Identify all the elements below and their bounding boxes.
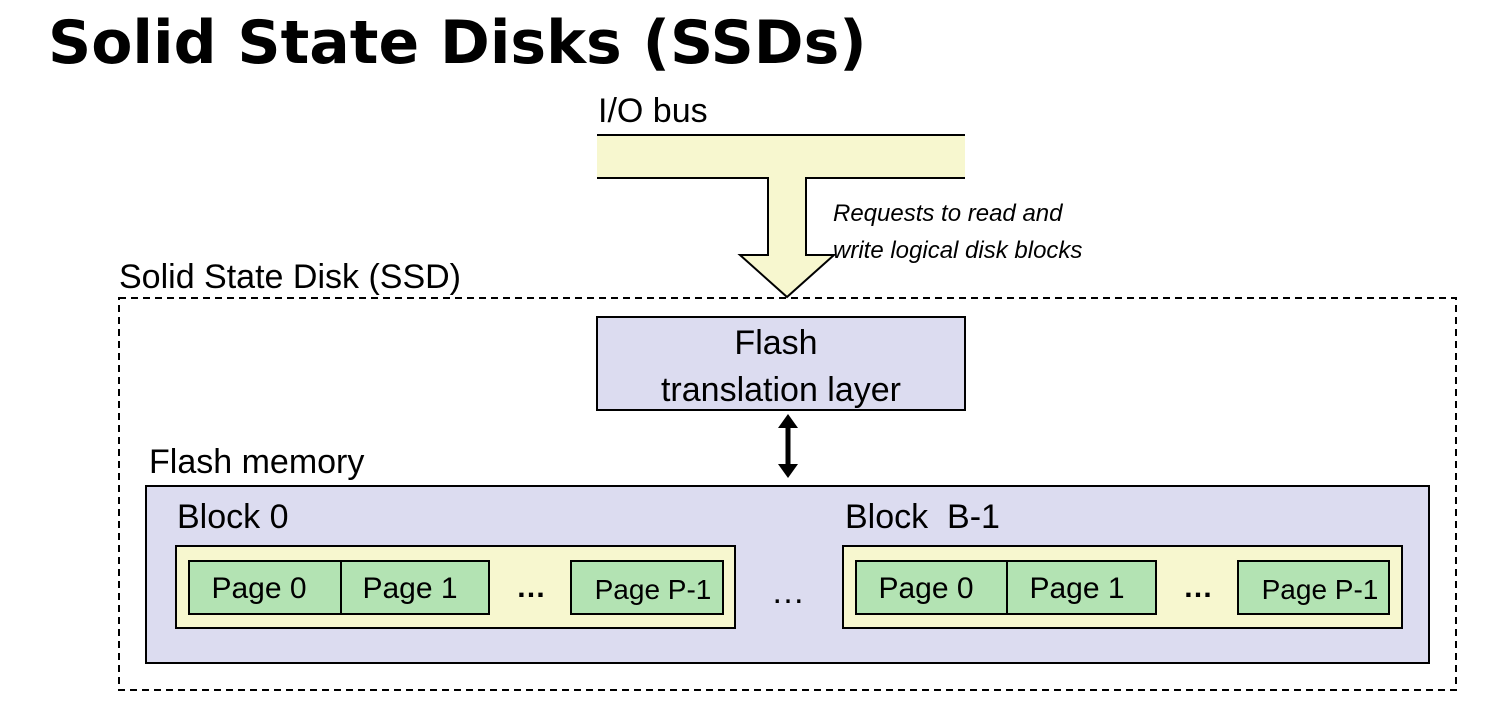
flash-block-last: Block B-1 Page 0 Page 1 … Page P-1 [842,498,1403,629]
block-label: Block B-1 [845,498,1000,536]
block-label: Block 0 [177,498,289,536]
bidirectional-arrow [778,414,798,478]
page-cell [855,560,1008,615]
io-bus-label: I/O bus [598,92,708,130]
ftl-line1: Flash [734,324,817,362]
page-cell [340,560,490,615]
page-label: Page 0 [878,572,973,605]
page-cell [570,560,724,615]
request-note-line2: write logical disk blocks [833,237,1082,264]
blocks-ellipsis: … [771,573,805,611]
ftl-line2: translation layer [661,371,901,409]
request-note-line1: Requests to read and [833,200,1063,227]
page-cell [1006,560,1157,615]
block-ellipsis: … [1183,571,1213,604]
page-label: Page P-1 [1262,574,1379,605]
page-label: Page P-1 [595,574,712,605]
page-label: Page 0 [211,572,306,605]
page-label: Page 1 [362,572,457,605]
request-arrow [597,177,965,299]
flash-memory-label: Flash memory [149,443,364,481]
page-cell [1237,560,1390,615]
flash-block-0: Block 0 Page 0 Page 1 … Page P-1 [175,498,736,629]
page-label: Page 1 [1029,572,1124,605]
page-title: Solid State Disks (SSDs) [48,8,867,78]
ssd-label: Solid State Disk (SSD) [119,258,461,296]
flash-translation-layer: Flash translation layer [596,316,966,411]
io-bus [597,134,965,178]
block-ellipsis: … [516,571,546,604]
